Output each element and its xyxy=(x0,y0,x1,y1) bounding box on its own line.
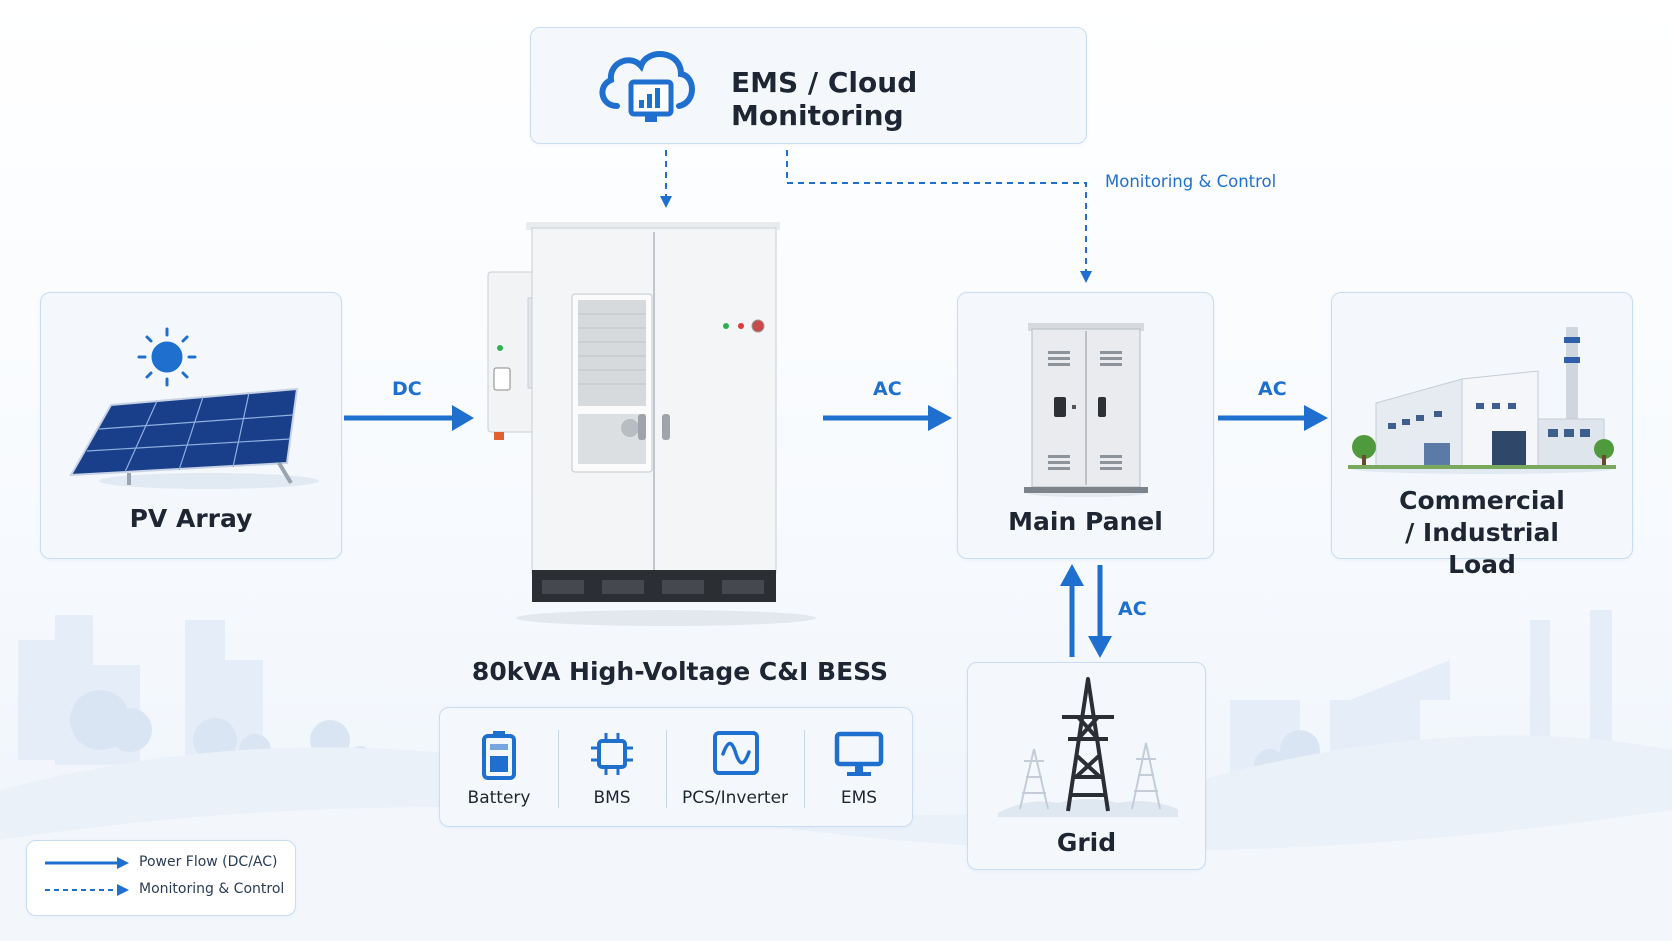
ems-cloud-card: EMS / Cloud Monitoring xyxy=(530,27,1087,144)
component-ems: EMS xyxy=(805,708,913,826)
load-label: Commercial / Industrial Load xyxy=(1399,486,1565,579)
main-panel-card: Main Panel xyxy=(957,292,1214,559)
ac-flow-label-bess-panel: AC xyxy=(873,378,902,400)
ac-flow-label-grid: AC xyxy=(1118,598,1147,620)
cloud-monitor-icon xyxy=(599,51,695,122)
legend-box: Power Flow (DC/AC) Monitoring & Control xyxy=(26,840,296,916)
grid-label: Grid xyxy=(1056,828,1117,857)
ems-cloud-title: EMS / Cloud Monitoring xyxy=(731,66,918,132)
component-label: PCS/Inverter xyxy=(681,788,789,808)
solar-panel-icon xyxy=(69,327,319,489)
electrical-panel-icon xyxy=(1024,323,1148,497)
dc-flow-label: DC xyxy=(392,378,422,400)
bess-title: 80kVA High-Voltage C&I BESS xyxy=(471,657,889,686)
component-label: EMS xyxy=(840,788,878,808)
bess-components-card: Battery BMS PCS/Inverter EMS xyxy=(439,707,913,827)
component-label: BMS xyxy=(593,788,631,808)
component-divider xyxy=(804,730,805,808)
monitoring-control-label: Monitoring & Control xyxy=(1105,172,1277,191)
legend-power-flow-label: Power Flow (DC/AC) xyxy=(139,854,278,870)
monitoring-line-ems-panel xyxy=(786,150,1092,283)
inverter-icon xyxy=(713,731,759,775)
component-battery: Battery xyxy=(440,708,558,826)
bess-cabinet-image xyxy=(487,222,816,626)
factory-icon xyxy=(1348,327,1616,474)
city-skyline-background xyxy=(0,610,1672,941)
component-divider xyxy=(558,730,559,808)
component-label: Battery xyxy=(467,788,531,808)
component-bms: BMS xyxy=(559,708,665,826)
main-panel-label: Main Panel xyxy=(1008,507,1163,536)
chip-icon xyxy=(591,733,633,775)
ac-flow-label-panel-load: AC xyxy=(1258,378,1287,400)
sun-icon xyxy=(137,327,197,387)
legend-monitoring-label: Monitoring & Control xyxy=(139,881,285,897)
component-pcs-inverter: PCS/Inverter xyxy=(667,708,803,826)
legend-solid-arrow xyxy=(45,857,129,869)
grid-card: Grid xyxy=(967,662,1206,870)
transmission-tower-icon xyxy=(998,677,1178,817)
pv-array-label: PV Array xyxy=(129,504,253,533)
component-divider xyxy=(666,730,667,808)
legend-dashed-arrow xyxy=(45,884,129,896)
battery-icon xyxy=(482,731,516,780)
load-card: Commercial / Industrial Load xyxy=(1331,292,1633,579)
pv-array-card: PV Array xyxy=(40,292,342,559)
monitor-icon xyxy=(834,731,884,776)
